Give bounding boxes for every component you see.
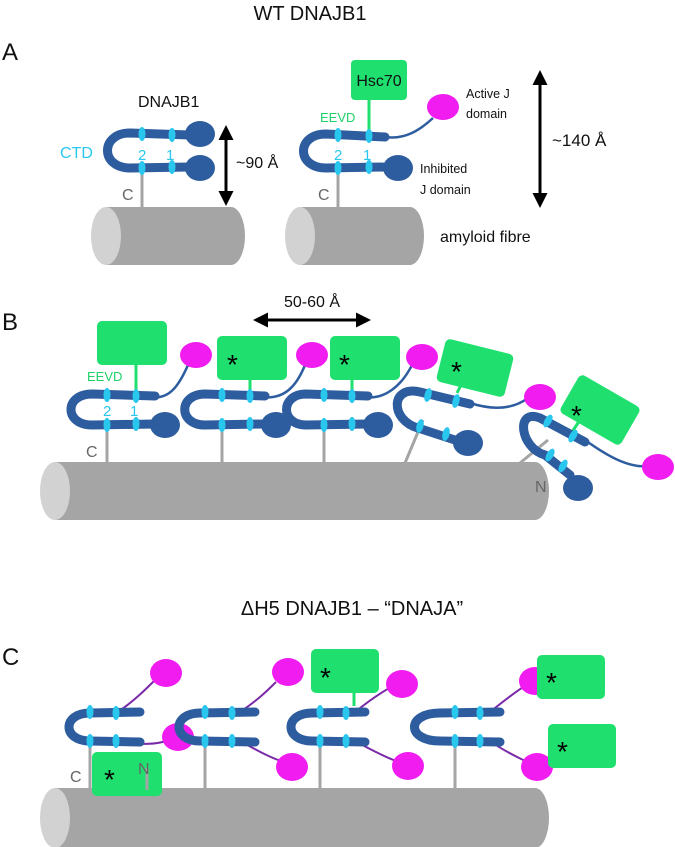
dnaja-unit-c4 [410,655,616,789]
hsc70-box-c1 [92,752,162,796]
dnajb1-closed [103,121,215,208]
star-b5: * [571,400,582,431]
dnajb1-unit-b3 [282,336,438,463]
dnaja-unit-c3 [286,649,424,789]
panel-label-c: C [2,644,19,671]
site-1-label-b: 1 [130,403,138,420]
dnajb1-unit-b4 [392,339,556,464]
spacing-label: 50-60 Å [284,292,340,311]
site-2-label-b: 2 [103,403,111,420]
dnajb1-unit-b1 [66,321,212,463]
height-open-label: ~140 Å [552,131,607,150]
hsc70-box-c3 [311,649,379,693]
c-terminus-label-b: C [86,444,98,461]
eevd-label-b: EEVD [87,369,122,384]
panel-label-b: B [2,309,18,336]
panel-b: 50-60 Å EEVD 2 1 C [40,292,674,520]
active-j-domain [427,94,459,120]
wt-section-title: WT DNAJB1 [254,3,367,25]
hsc70-box-c4-bottom [548,724,616,768]
dnajb1-label: DNAJB1 [138,94,199,111]
fibre-a-right [285,207,424,265]
panel-a: DNAJB1 CTD 2 1 C ~90 Å Hsc70 EEVD 2 1 C … [60,60,607,265]
dh5-section-title: ΔH5 DNAJB1 – “DNAJA” [241,598,463,620]
n-terminus-label-c: N [138,761,150,778]
site-1-label-open: 1 [363,147,371,164]
site-2-label-open: 2 [334,147,342,164]
inhibited-j-label-2: J domain [420,183,471,197]
dnaja-unit-c2 [174,658,308,789]
hsc70-box-b5 [560,375,640,445]
star-c4-top: * [546,667,557,698]
eevd-label: EEVD [320,110,355,125]
hsc70-box-b3 [330,336,400,380]
inhibited-j-label-1: Inhibited [420,162,467,176]
n-terminus-label-b: N [535,479,547,496]
hsc70-box-b1 [97,321,167,365]
site-2-label: 2 [138,147,146,164]
c-terminus-label-open: C [318,187,330,204]
fibre-label: amyloid fibre [440,229,531,246]
hsc70-box [351,60,407,100]
active-j-label-2: domain [466,107,507,121]
ctd-label: CTD [60,145,93,162]
star-b4: * [451,356,462,387]
hsc70-box-b4 [436,339,514,397]
active-j-label-1: Active J [466,87,510,101]
dnajb1-open [299,60,459,208]
fibre-c [40,788,549,847]
dnaja-unit-c1 [64,659,194,796]
panel-label-a: A [2,39,18,66]
star-b3: * [339,349,350,380]
hsc70-box-c4-top [537,655,605,699]
star-c4-bottom: * [557,736,568,767]
panel-c: * C N [40,649,616,847]
c-terminus-label: C [122,187,134,204]
height-closed-label: ~90 Å [236,153,279,172]
fibre-b [40,462,549,520]
hsc70-label: Hsc70 [356,73,401,90]
star-b2: * [227,349,238,380]
fibre-a-left [91,207,245,265]
site-1-label: 1 [166,147,174,164]
dnajb1-unit-b5 [519,375,674,501]
star-c1: * [104,764,115,795]
hsc70-box-b2 [217,336,287,380]
c-terminus-label-c: C [70,769,82,786]
dnajb1-unit-b2 [180,336,328,463]
star-c3: * [320,662,331,693]
